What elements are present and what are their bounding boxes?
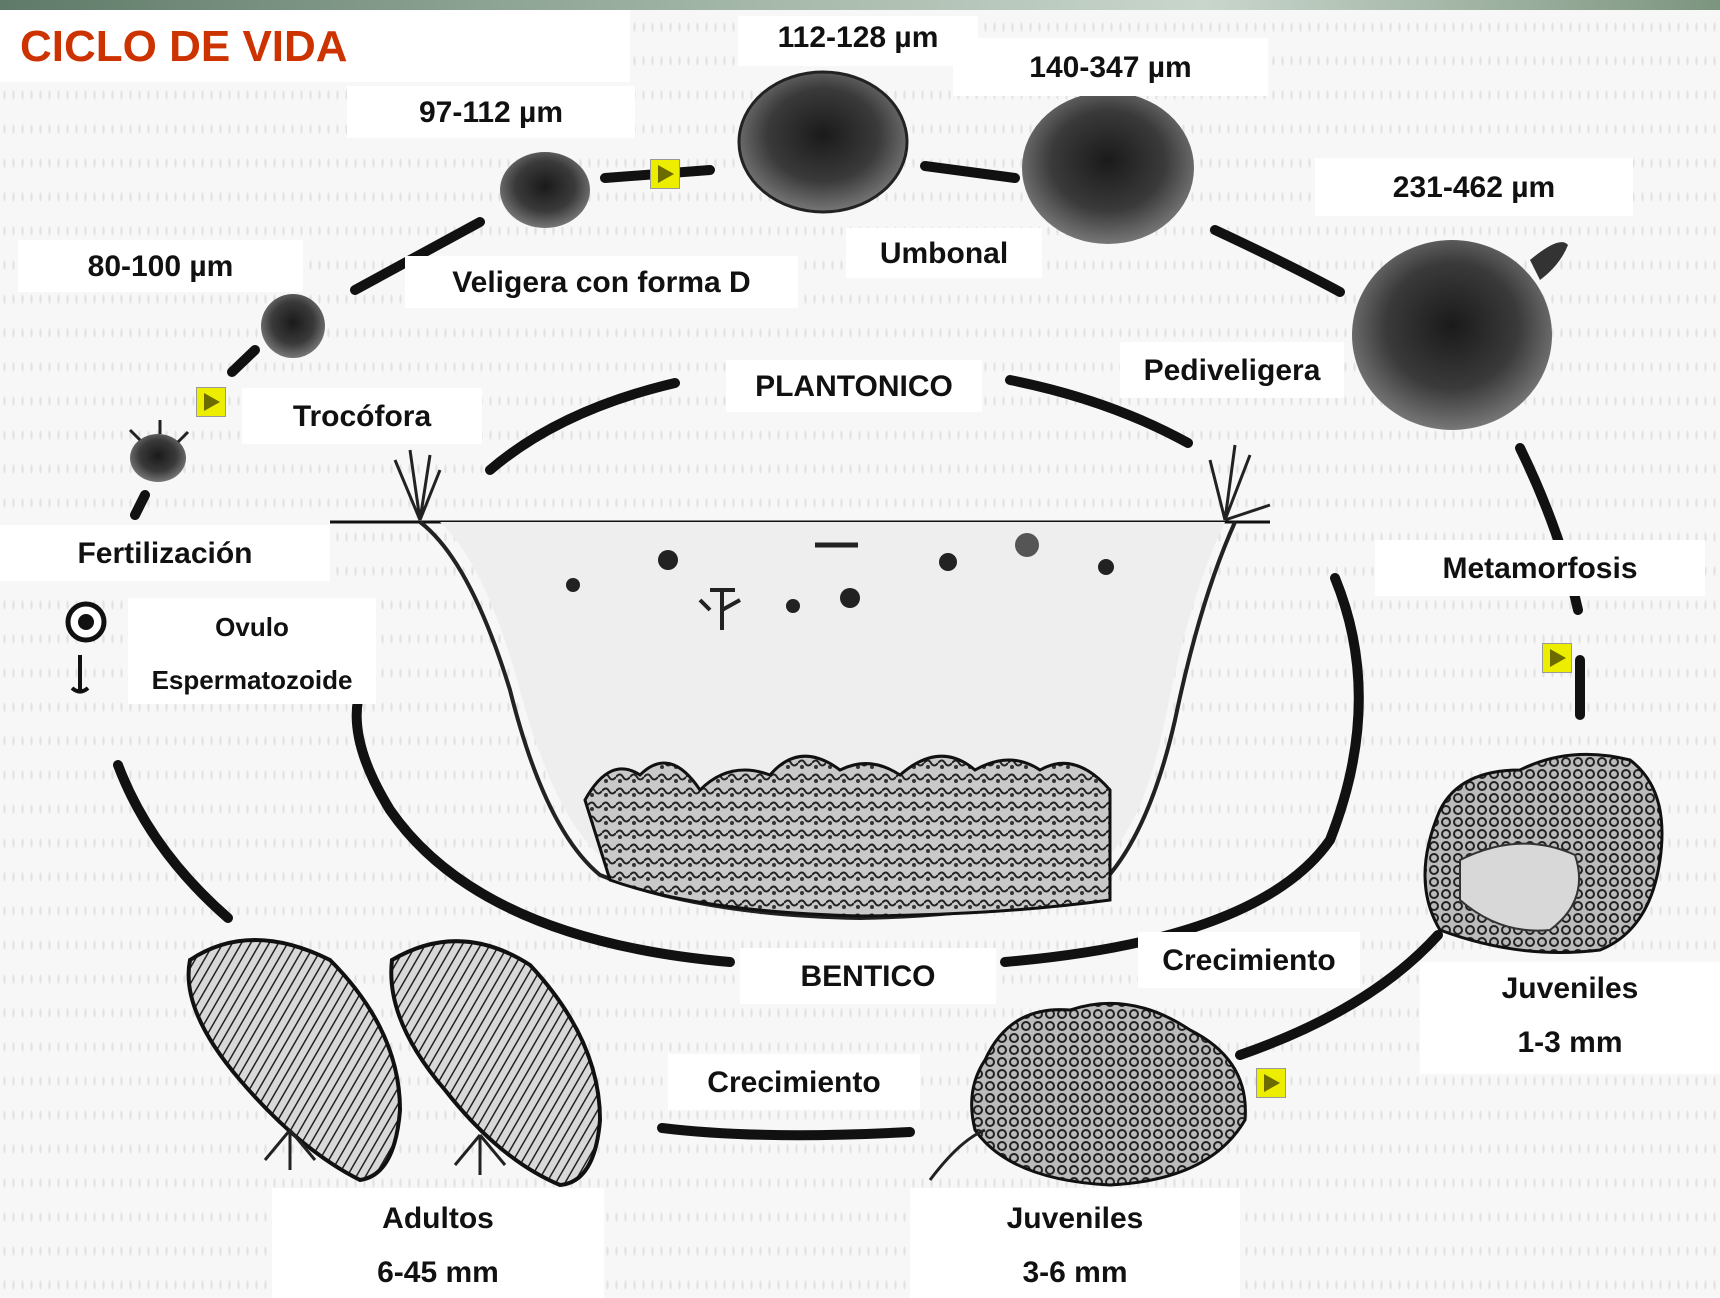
- juvenile-mussels-1-3mm: [1425, 754, 1662, 952]
- larva-veliger-d: [500, 152, 590, 228]
- larva-umbonal-early: [739, 72, 907, 212]
- larva-trocophore: [130, 420, 188, 482]
- juvenile-mussels-3-6mm: [930, 1003, 1245, 1185]
- label-veligera: Veligera con forma D: [405, 256, 798, 308]
- label-crecimiento-right: Crecimiento: [1138, 932, 1360, 988]
- label-gametes: Ovulo Espermatozoide: [128, 598, 376, 704]
- label-bentico: BENTICO: [740, 948, 996, 1004]
- page-title: CICLO DE VIDA: [20, 22, 348, 72]
- label-plantonico: PLANTONICO: [726, 360, 982, 412]
- label-umbonal: Umbonal: [846, 228, 1042, 278]
- label-231-462: 231-462 µm: [1315, 158, 1633, 216]
- label-trocofora: Trocófora: [242, 388, 482, 444]
- label-fertilizacion: Fertilización: [0, 525, 330, 581]
- larva-umbonal: [1022, 92, 1194, 244]
- label-97-112: 97-112 µm: [347, 86, 635, 138]
- label-adultos: Adultos 6-45 mm: [272, 1188, 604, 1298]
- label-ovulo: Ovulo: [128, 612, 376, 643]
- juveniles-1-3-size: 1-3 mm: [1420, 1026, 1720, 1060]
- egg-sperm-icons: [68, 604, 104, 692]
- label-juveniles-1-3: Juveniles 1-3 mm: [1420, 962, 1720, 1074]
- juveniles-3-6-name: Juveniles: [910, 1202, 1240, 1236]
- label-pediveligera: Pediveligera: [1120, 342, 1344, 398]
- water-body: [330, 445, 1270, 918]
- adult-mussels: [189, 940, 600, 1185]
- label-crecimiento-bottom: Crecimiento: [668, 1054, 920, 1110]
- larva-pediveliger: [1352, 240, 1568, 430]
- arrow-marker-icon: [1256, 1068, 1286, 1098]
- label-112-128: 112-128 µm: [738, 16, 978, 66]
- arrow-marker-icon: [196, 387, 226, 417]
- arrow-marker-icon: [650, 159, 680, 189]
- label-80-100: 80-100 µm: [18, 240, 303, 292]
- adultos-size: 6-45 mm: [272, 1256, 604, 1290]
- adultos-name: Adultos: [272, 1202, 604, 1236]
- juveniles-1-3-name: Juveniles: [1420, 972, 1720, 1006]
- arrow-marker-icon: [1542, 643, 1572, 673]
- juveniles-3-6-size: 3-6 mm: [910, 1256, 1240, 1290]
- larva-80-100: [261, 294, 325, 358]
- label-140-347: 140-347 µm: [953, 38, 1268, 96]
- label-juveniles-3-6: Juveniles 3-6 mm: [910, 1188, 1240, 1298]
- label-espermatozoide: Espermatozoide: [128, 665, 376, 696]
- label-metamorfosis: Metamorfosis: [1375, 540, 1705, 596]
